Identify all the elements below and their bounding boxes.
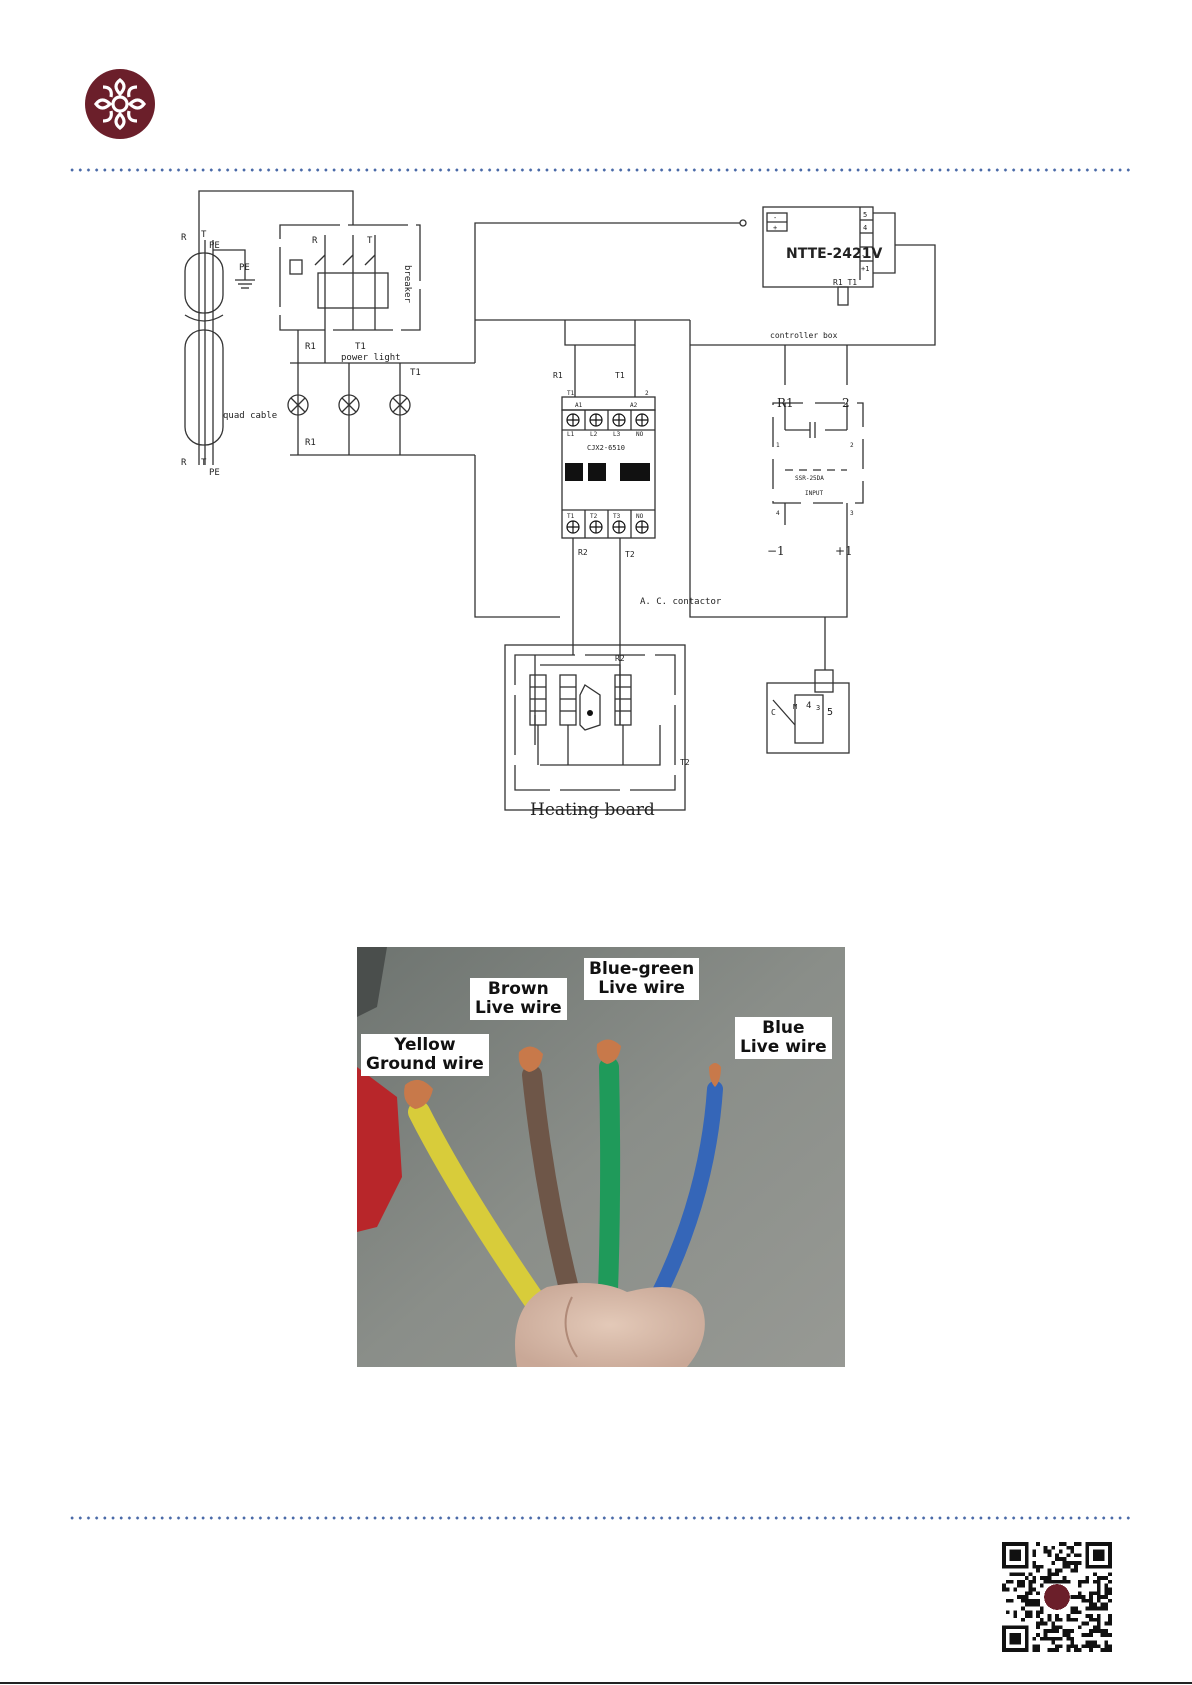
ssr-2: 2 — [842, 396, 850, 410]
label-r1: R1 — [305, 342, 316, 352]
ssr-1-small: 1 — [776, 442, 780, 449]
label-t2: T2 — [625, 550, 635, 559]
thermo-m: M — [793, 703, 797, 711]
ssr-input: INPUT — [805, 490, 823, 497]
label-yellow-line1: Yellow — [394, 1035, 456, 1055]
wiring-diagram: R T PE PE R T breaker R1 T1 power light … — [181, 190, 936, 820]
ssr-plus1: +1 — [835, 544, 853, 558]
label-quad-cable: quad cable — [223, 411, 277, 421]
label-power-light: power light — [341, 353, 401, 363]
ssr-3-small: 3 — [850, 510, 854, 517]
wires-photo-image — [357, 947, 845, 1367]
thermo-3: 3 — [816, 704, 820, 712]
ctrl-plus1: +1 — [861, 265, 869, 273]
label-yellow-ground-wire: Yellow Ground wire — [361, 1034, 489, 1076]
bottom-divider — [68, 1516, 1134, 1520]
label-l2: L2 — [590, 431, 598, 438]
label-r2: R2 — [578, 548, 588, 557]
label-t2-bottom: T2 — [590, 513, 598, 520]
label-r-bottom: R — [181, 458, 187, 468]
label-blue-green-live-wire: Blue-green Live wire — [584, 958, 700, 1000]
label-blue-line1: Blue — [762, 1018, 805, 1038]
label-t1-lamp: T1 — [410, 368, 421, 378]
label-r-breaker: R — [312, 236, 318, 246]
label-brown-line1: Brown — [487, 979, 549, 999]
label-t3-bottom: T3 — [613, 513, 621, 520]
label-r1-contactor: R1 — [553, 371, 563, 380]
controller-model: NTTE-2421V — [786, 246, 882, 262]
ssr-minus1: −1 — [767, 544, 785, 558]
label-blue-line2: Live wire — [740, 1037, 827, 1057]
label-r2-heater: R2 — [615, 654, 625, 663]
label-l3: L3 — [613, 431, 621, 438]
label-heating-board: Heating board — [530, 800, 655, 820]
label-pe-bottom: PE — [209, 468, 220, 478]
label-blue-live-wire: Blue Live wire — [735, 1017, 832, 1059]
label-brown-line2: Live wire — [475, 998, 562, 1018]
label-t2-heater: T2 — [680, 758, 690, 767]
label-t: T — [201, 230, 207, 240]
wires-photo: Yellow Ground wire Brown Live wire Blue-… — [357, 947, 845, 1367]
label-r: R — [181, 233, 187, 243]
label-pe: PE — [209, 241, 220, 251]
ctrl-plus: + — [773, 224, 777, 232]
label-a2: A2 — [630, 402, 638, 409]
blue-green-wire — [597, 1057, 621, 1327]
ctrl-r1t1: R1 T1 — [833, 278, 857, 287]
label-yellow-line2: Ground wire — [366, 1054, 484, 1074]
qr-logo-icon — [1044, 1584, 1070, 1610]
label-t1-small: T1 — [567, 390, 575, 397]
label-brown-live-wire: Brown Live wire — [470, 978, 567, 1020]
contactor-model: CJX2-6510 — [587, 444, 625, 452]
label-t-breaker: T — [367, 236, 373, 246]
label-blue-green-line1: Blue-green — [589, 959, 695, 979]
label-t-bottom: T — [201, 458, 207, 468]
company-logo-icon — [85, 69, 155, 139]
label-ac-contactor: A. C. contactor — [640, 597, 722, 607]
ctrl-4: 4 — [863, 224, 867, 232]
label-no-top: NO — [636, 431, 644, 438]
label-l1: L1 — [567, 431, 575, 438]
ssr-4-small: 4 — [776, 510, 780, 517]
ssr-2-small: 2 — [850, 442, 854, 449]
label-blue-green-line2: Live wire — [598, 978, 685, 998]
ctrl-minus1: -1 — [861, 252, 869, 260]
label-r1-lamp: R1 — [305, 438, 316, 448]
label-no-bottom: NO — [636, 513, 644, 520]
label-t1: T1 — [355, 342, 366, 352]
ctrl-5: 5 — [863, 211, 867, 219]
qr-code-icon[interactable] — [1002, 1542, 1112, 1652]
label-2-small: 2 — [645, 390, 649, 397]
thermo-4: 4 — [806, 701, 811, 711]
label-pe-ground: PE — [239, 263, 250, 273]
label-breaker: breaker — [402, 265, 412, 304]
thermo-c: C — [771, 708, 776, 717]
ctrl-minus: - — [773, 214, 777, 222]
ssr-model: SSR-25DA — [795, 475, 824, 482]
ssr-r1: R1 — [777, 396, 794, 410]
label-a1: A1 — [575, 402, 583, 409]
label-t1-bottom: T1 — [567, 513, 575, 520]
page-bottom-rule — [0, 1682, 1192, 1684]
thermo-5: 5 — [827, 707, 833, 718]
label-controller-box: controller box — [770, 331, 838, 340]
top-divider — [68, 168, 1134, 172]
label-t1-contactor: T1 — [615, 371, 625, 380]
